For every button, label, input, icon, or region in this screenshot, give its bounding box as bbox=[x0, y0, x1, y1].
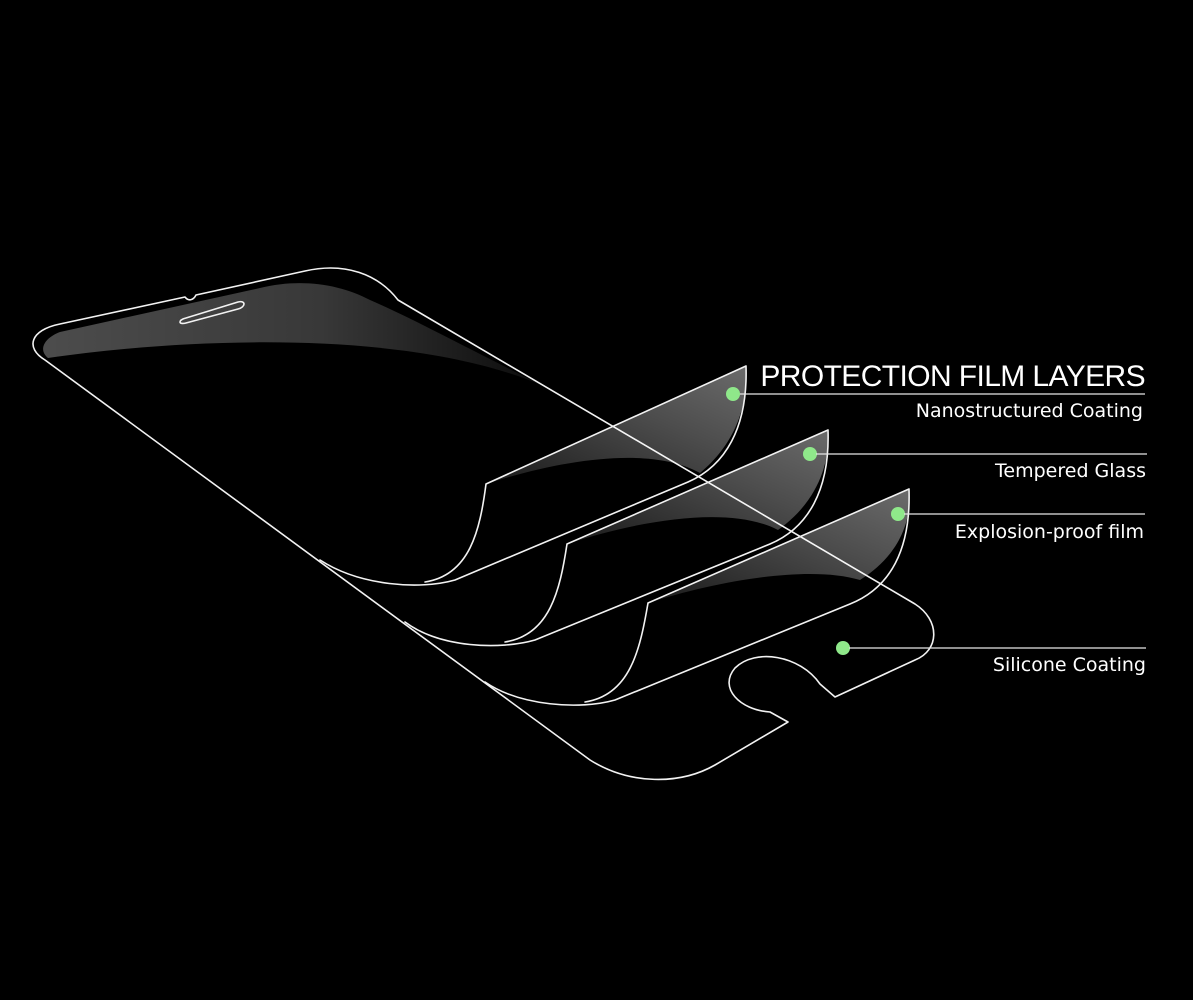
film-layer-explosion-proof bbox=[484, 488, 910, 706]
layer-marker-dot bbox=[836, 641, 850, 655]
diagram-title-group: PROTECTION FILM LAYERS bbox=[738, 360, 1146, 395]
callout-explosion-proof-film: Explosion-proof film bbox=[891, 507, 1145, 543]
callout-tempered-glass: Tempered Glass bbox=[803, 447, 1147, 482]
callout-silicone-coating: Silicone Coating bbox=[836, 641, 1146, 676]
glass-sheet bbox=[32, 267, 935, 781]
film-layer-nanostructured bbox=[319, 365, 747, 586]
film-layer-tempered-glass bbox=[404, 429, 829, 647]
film-layer-outline bbox=[404, 429, 829, 647]
layer-label-tempered-glass: Tempered Glass bbox=[994, 460, 1146, 482]
film-layer-outline bbox=[484, 488, 910, 706]
layer-label-nanostructured-coating: Nanostructured Coating bbox=[916, 400, 1143, 422]
layer-label-explosion-proof-film: Explosion-proof film bbox=[955, 521, 1144, 543]
film-layer-outline bbox=[319, 365, 747, 586]
layer-marker-dot bbox=[803, 447, 817, 461]
glass-sheet-outline bbox=[32, 267, 935, 781]
layer-marker-dot bbox=[891, 507, 905, 521]
callout-nanostructured-coating: Nanostructured Coating bbox=[726, 387, 1143, 422]
glass-sheet-sheen bbox=[43, 283, 548, 388]
layer-marker-dot bbox=[726, 387, 740, 401]
diagram-title: PROTECTION FILM LAYERS bbox=[760, 360, 1145, 393]
layer-label-silicone-coating: Silicone Coating bbox=[993, 654, 1146, 676]
earpiece-slot bbox=[179, 300, 245, 325]
